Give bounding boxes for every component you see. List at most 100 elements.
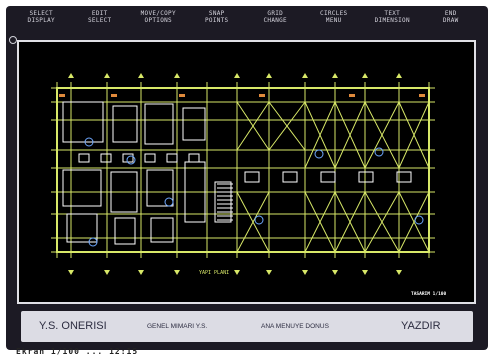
plan-fixture — [396, 171, 412, 183]
plan-fixture — [188, 153, 200, 163]
plan-dim-marker — [68, 270, 74, 275]
plan-fixture — [122, 153, 134, 163]
status-genel[interactable]: GENEL MIMARI Y.S. — [147, 323, 208, 330]
plan-brace-line — [236, 101, 270, 151]
menu-label: SELECT — [29, 10, 53, 17]
plan-dim-marker — [332, 73, 338, 78]
plan-brace-line — [304, 191, 336, 253]
plan-fixture — [320, 171, 336, 183]
status-print[interactable]: YAZDIR — [401, 320, 441, 332]
menu-label: DISPLAY — [27, 17, 55, 24]
plan-dim-marker — [266, 73, 272, 78]
plan-fixture — [244, 171, 260, 183]
plan-details — [59, 94, 425, 247]
plan-blue-fixture — [88, 237, 98, 247]
menu-label: POINTS — [205, 17, 229, 24]
plan-room-detail — [62, 101, 104, 143]
plan-fixture — [144, 153, 156, 163]
plan-dim-marker — [104, 270, 110, 275]
plan-accent — [349, 94, 355, 97]
plan-blue-fixture — [254, 215, 264, 225]
plan-blue-fixture — [84, 137, 94, 147]
plan-dim-marker — [234, 73, 240, 78]
status-main-menu[interactable]: ANA MENUYE DONUS — [261, 323, 329, 330]
drawing-label-bottom: YAPI PLANI — [199, 270, 229, 276]
plan-blue-fixture — [374, 147, 384, 157]
plan-dim-marker — [138, 270, 144, 275]
menu-label: TEXT — [384, 10, 401, 17]
drawing-label-corner: TASARIM 1/100 — [411, 291, 447, 297]
plan-brace-line — [398, 191, 430, 253]
plan-accent — [259, 94, 265, 97]
plan-dim-marker — [174, 270, 180, 275]
plan-dim-marker — [396, 73, 402, 78]
plan-fixture — [78, 153, 90, 163]
plan-brace-line — [334, 191, 366, 253]
plan-room-detail — [110, 171, 138, 213]
plan-blue-fixture — [126, 155, 136, 165]
plan-dim-marker — [68, 73, 74, 78]
plan-dim-marker — [266, 270, 272, 275]
menu-label: OPTIONS — [144, 17, 172, 24]
plan-brace-line — [334, 101, 366, 169]
menu-label: DRAW — [442, 17, 459, 24]
plan-brace-line — [236, 191, 270, 253]
plan-dim-marker — [396, 270, 402, 275]
menu-label: DIMENSION — [374, 17, 410, 24]
floor-plan-drawing: YAPI PLANI TASARIM 1/100 — [51, 73, 447, 297]
plan-room-detail — [214, 181, 232, 223]
menu-label: CHANGE — [263, 17, 287, 24]
plan-blue-fixture — [164, 197, 174, 207]
plan-blue-fixture — [414, 215, 424, 225]
plan-accent — [179, 94, 185, 97]
plan-room-detail — [150, 217, 174, 243]
plan-dim-marker — [302, 73, 308, 78]
menu-label: GRID — [267, 10, 284, 17]
plan-room-detail — [112, 105, 138, 143]
plan-room-detail — [146, 169, 174, 207]
plan-fixture — [358, 171, 374, 183]
plan-brace-line — [364, 191, 400, 253]
menu-label: MENU — [325, 17, 342, 24]
plan-fixture — [100, 153, 112, 163]
menu-label: END — [444, 10, 457, 17]
plan-dim-marker — [362, 73, 368, 78]
status-ys-onerisi[interactable]: Y.S. ONERISI — [39, 320, 107, 332]
bottom-status-text: Ekran 1/100 ... 12:15 — [16, 347, 139, 356]
plan-dim-marker — [138, 73, 144, 78]
plan-dim-marker — [174, 73, 180, 78]
plan-blue-fixture — [314, 149, 324, 159]
plan-room-detail — [182, 107, 206, 141]
plan-dim-marker — [332, 270, 338, 275]
plan-dim-marker — [362, 270, 368, 275]
drawing-viewport[interactable]: YAPI PLANI TASARIM 1/100 — [17, 40, 476, 304]
plan-brace-line — [364, 101, 400, 169]
menu-label: MOVE/COPY — [140, 10, 176, 17]
plan-dim-marker — [302, 270, 308, 275]
status-bar: Y.S. ONERISI GENEL MIMARI Y.S. ANA MENUY… — [21, 311, 473, 342]
plan-structure — [51, 73, 435, 275]
plan-room-detail — [144, 103, 174, 145]
menu-label: SNAP — [208, 10, 225, 17]
plan-dim-marker — [104, 73, 110, 78]
plan-fixture — [166, 153, 178, 163]
menu-label: SELECT — [88, 17, 112, 24]
corner-marker-icon — [9, 36, 17, 44]
menu-label: EDIT — [91, 10, 108, 17]
plan-accent — [419, 94, 425, 97]
menu-label: CIRCLES — [320, 10, 348, 17]
plan-room-detail — [114, 217, 136, 245]
plan-room-detail — [66, 213, 98, 243]
plan-accent — [111, 94, 117, 97]
plan-brace-line — [398, 101, 430, 169]
plan-brace-line — [304, 101, 336, 169]
